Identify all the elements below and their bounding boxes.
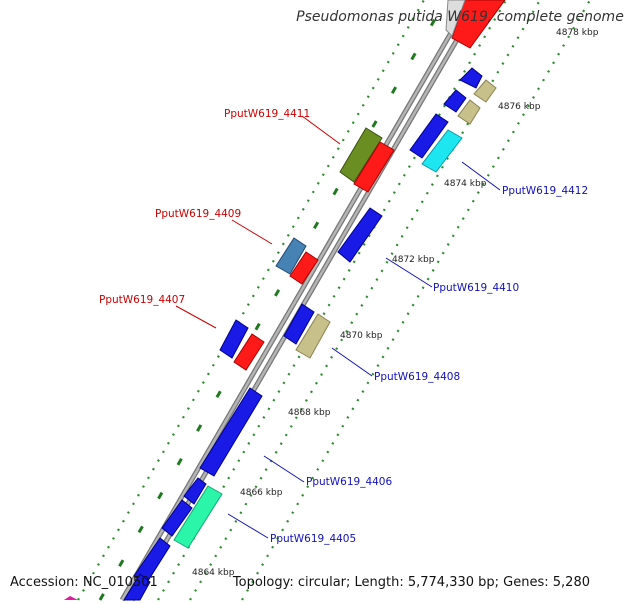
gene-label-4405[interactable]: PputW619_4405 [270,533,356,545]
gene-feature-magenta [64,596,78,600]
tick-label: 4864 kbp [192,568,235,578]
gene-label-4407[interactable]: PputW619_4407 [99,294,185,306]
gene-feature-olive [339,127,383,183]
gene-label-4409[interactable]: PputW619_4409 [155,208,241,220]
tick-label: 4870 kbp [340,331,383,341]
tick-label: 4876 kbp [498,102,541,112]
gene-feature-red [289,251,319,285]
gene-feature-blue [183,477,207,505]
tick-labels: 4878 kbp 4876 kbp 4874 kbp 4872 kbp 4870… [192,28,599,578]
gene-feature-grey [445,0,466,37]
gene-feature-blue [219,319,249,359]
genome-map-canvas[interactable]: 4878 kbp 4876 kbp 4874 kbp 4872 kbp 4870… [0,0,600,602]
gene-feature-red [233,333,265,371]
gene-feature-khaki [457,99,481,125]
tick-label: 4868 kbp [288,408,331,418]
gene-feature-blue [283,303,315,345]
tick-label: 4872 kbp [392,255,435,265]
gene-feature-khaki [295,313,331,359]
gene-feature-steelblue [275,237,307,275]
accession-label: Accession: NC_010501 [10,575,158,590]
gene-label-4406[interactable]: PputW619_4406 [306,476,392,488]
gene-label-4410[interactable]: PputW619_4410 [433,282,519,294]
gene-feature-mint [173,485,223,549]
gene-label-4411[interactable]: PputW619_4411 [224,108,310,120]
gene-labels: PputW619_4411 PputW619_4409 PputW619_440… [99,108,588,545]
tick-label: 4874 kbp [444,179,487,189]
label-callouts [175,115,501,539]
gene-feature-blue [123,573,151,601]
gene-feature-blue [337,207,383,263]
gene-feature-khaki [473,79,497,103]
gene-label-4408[interactable]: PputW619_4408 [374,371,460,383]
tick-label: 4878 kbp [556,28,599,38]
gene-feature-blue [161,499,193,537]
gene-feature-blue [443,89,467,113]
gene-feature-cyan [421,129,463,173]
map-title: Pseudomonas putida W619, complete genome [296,9,624,25]
genome-summary: Topology: circular; Length: 5,774,330 bp… [232,575,590,590]
gene-features [64,0,506,601]
gene-feature-blue [409,113,449,159]
gene-label-4412[interactable]: PputW619_4412 [502,185,588,197]
gene-feature-blue [199,387,263,477]
gene-feature-red [353,141,395,193]
tick-label: 4866 kbp [240,488,283,498]
gene-feature-blue [459,67,483,89]
